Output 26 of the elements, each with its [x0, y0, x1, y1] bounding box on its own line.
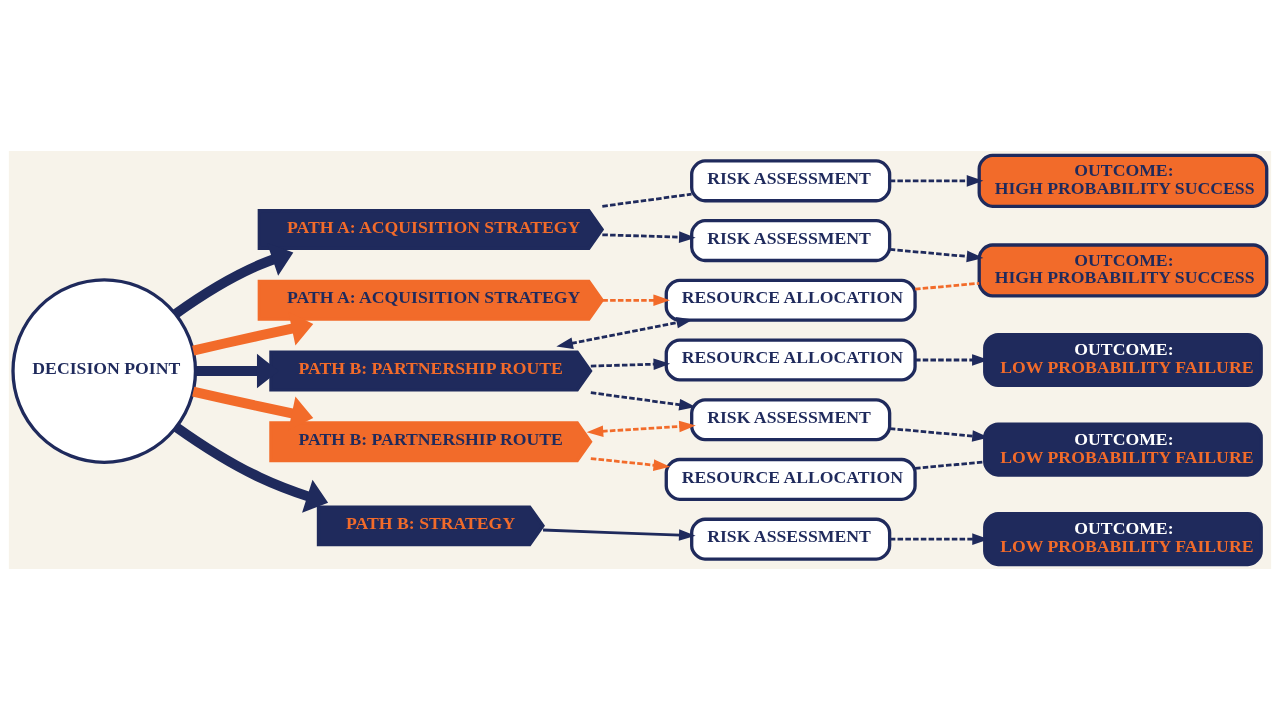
- connector: [602, 192, 692, 208]
- node-box: OUTCOME: LOW PROBABILITY FAILURE: [983, 422, 1263, 477]
- node-box: OUTCOME: LOW PROBABILITY FAILURE: [983, 332, 1263, 388]
- arrow: [590, 391, 696, 411]
- arrow: [586, 420, 696, 438]
- node-box: RESOURCE ALLOCATION: [664, 338, 917, 382]
- node-box: RISK ASSESSMENT: [690, 219, 892, 263]
- node-box: RESOURCE ALLOCATION: [664, 278, 917, 322]
- node-box: RISK ASSESSMENT: [690, 398, 892, 442]
- node-box: OUTCOME: LOW PROBABILITY FAILURE: [983, 512, 1263, 567]
- arrow: [543, 528, 696, 541]
- node-box: RISK ASSESSMENT: [690, 517, 892, 561]
- node-box: OUTCOME: HIGH PROBABILITY SUCCESS: [977, 153, 1269, 208]
- arrow: [889, 248, 984, 263]
- arrow: [889, 175, 984, 187]
- connector: [915, 281, 980, 291]
- arrow: [602, 294, 670, 307]
- node-box: OUTCOME: HIGH PROBABILITY SUCCESS: [977, 243, 1269, 298]
- arrow: [602, 231, 696, 243]
- arrow: [173, 422, 329, 513]
- arrow: [590, 358, 671, 370]
- node-box: RESOURCE ALLOCATION: [664, 457, 917, 501]
- node-box: RISK ASSESSMENT: [690, 159, 892, 203]
- arrow: [590, 457, 671, 471]
- connector: [915, 460, 985, 470]
- node-circle: DECISION POINT: [11, 278, 198, 464]
